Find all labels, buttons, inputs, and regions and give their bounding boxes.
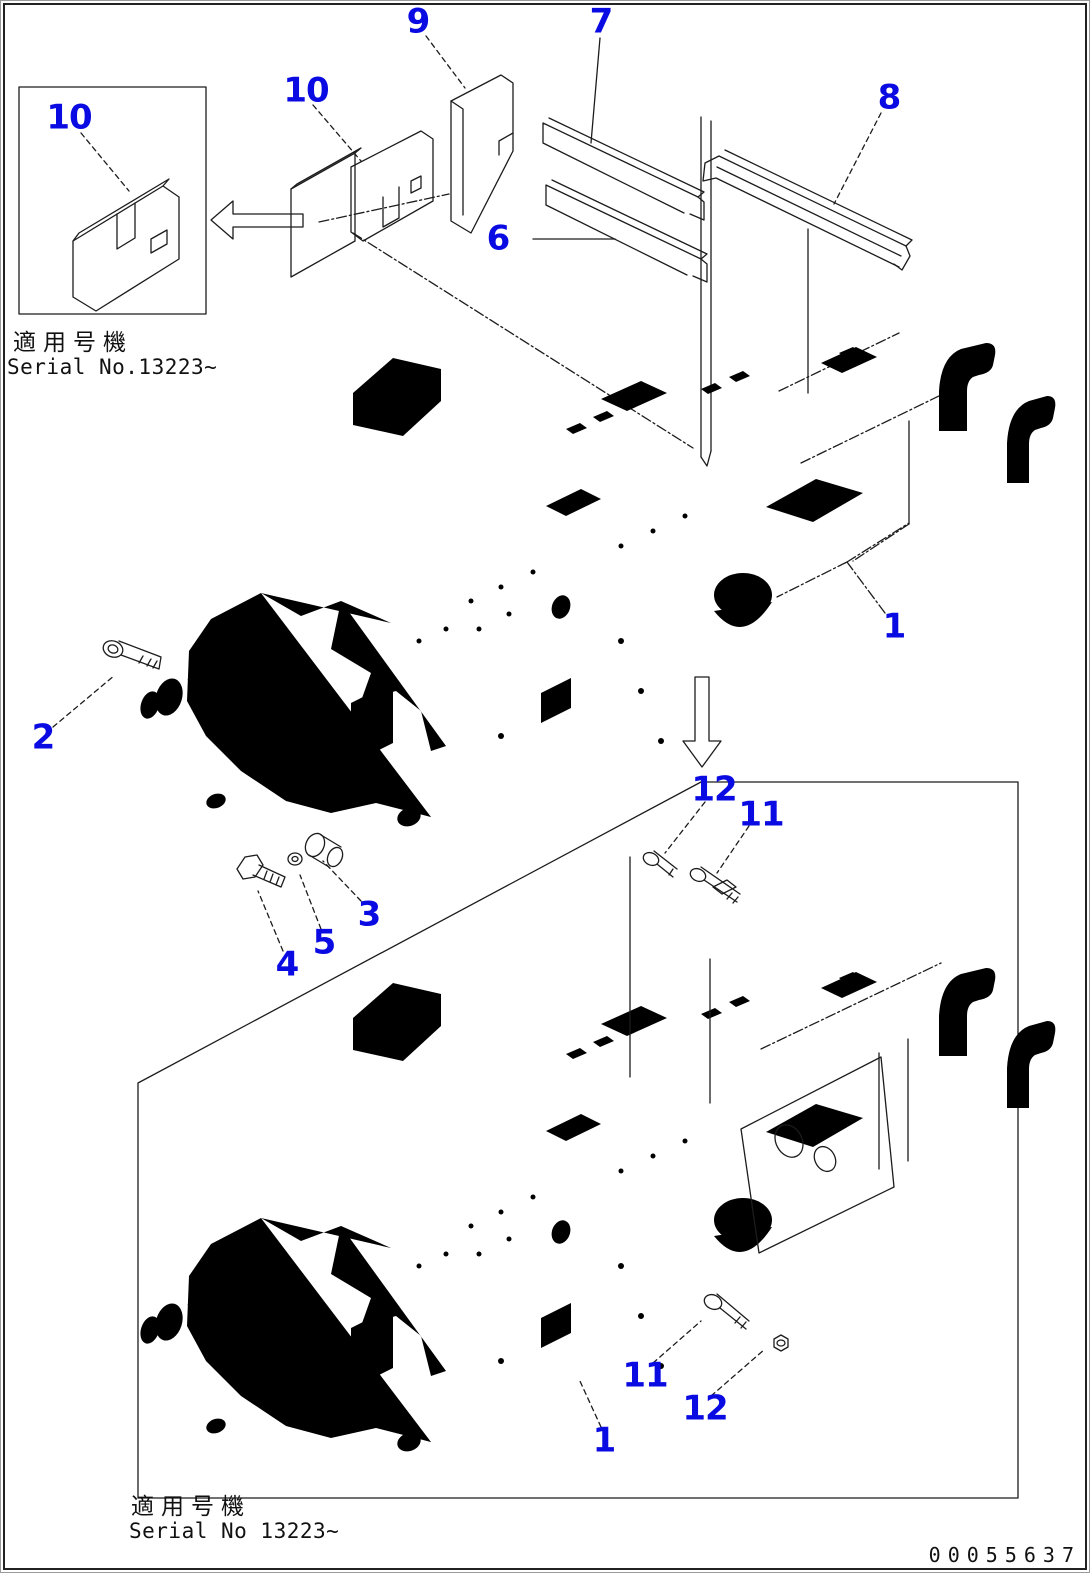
part-12-bolt-upper bbox=[642, 850, 678, 878]
callout-9: 9 bbox=[406, 1, 431, 42]
callout-10-inset: 10 bbox=[46, 97, 92, 138]
part-9-plate bbox=[450, 74, 514, 234]
callout-4: 4 bbox=[275, 944, 300, 985]
part-11-bolt-upper bbox=[689, 866, 741, 904]
part-6-bar bbox=[545, 179, 708, 283]
inset-caption-serial: Serial No.13223~ bbox=[7, 355, 218, 379]
callout-3: 3 bbox=[357, 894, 382, 935]
bottom-caption-serial: Serial No 13223~ bbox=[129, 1519, 340, 1543]
bottom-caption-jp: 適用号機 bbox=[131, 1494, 251, 1520]
doc-number: 00055637 bbox=[928, 1543, 1081, 1567]
lower-side-plate bbox=[740, 1056, 895, 1254]
part-5-washer bbox=[287, 852, 303, 866]
part-2-bolt bbox=[102, 640, 162, 670]
callout-11-upper: 11 bbox=[738, 794, 784, 835]
part-11-bolt-lower bbox=[703, 1293, 750, 1330]
lower-figure-box bbox=[137, 781, 1019, 1499]
callout-12-lower: 12 bbox=[682, 1388, 728, 1429]
inset-box bbox=[18, 86, 207, 315]
callout-2: 2 bbox=[31, 717, 56, 758]
lower-frame bbox=[137, 961, 1056, 1455]
callout-11-lower: 11 bbox=[622, 1355, 668, 1396]
callout-6: 6 bbox=[486, 218, 511, 259]
callout-1-lower: 1 bbox=[592, 1420, 617, 1461]
inset-caption-jp: 適用号機 bbox=[13, 330, 133, 356]
part-3-collar bbox=[304, 832, 344, 868]
part-10-plates bbox=[290, 130, 434, 278]
down-arrow-icon bbox=[682, 676, 722, 768]
callout-8: 8 bbox=[877, 77, 902, 118]
left-arrow-icon bbox=[210, 200, 304, 240]
part-12-nut-lower bbox=[773, 1334, 789, 1352]
callout-12-upper: 12 bbox=[691, 769, 737, 810]
part-4-bolt bbox=[236, 854, 286, 888]
connector-line bbox=[700, 116, 712, 458]
upper-frame bbox=[137, 336, 1056, 830]
part-8-bar bbox=[702, 149, 913, 271]
callout-1-upper: 1 bbox=[882, 606, 907, 647]
leader-lines bbox=[52, 35, 910, 1428]
callout-7: 7 bbox=[589, 1, 614, 42]
part-7-bar bbox=[542, 117, 705, 221]
callout-5: 5 bbox=[312, 922, 337, 963]
callout-10: 10 bbox=[283, 70, 329, 111]
